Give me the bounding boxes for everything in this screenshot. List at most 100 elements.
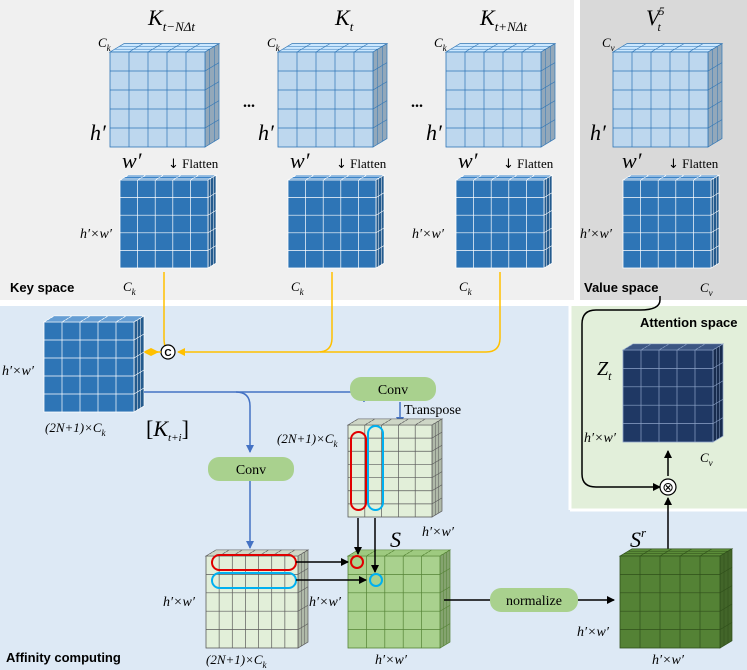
- value-flat-grid: [621, 174, 721, 269]
- grid-line: [415, 418, 426, 426]
- grid-line: [204, 100, 220, 110]
- grid-line: [431, 458, 443, 465]
- key-cube-1: [108, 42, 221, 148]
- cyan-affinity-cell: [369, 573, 383, 587]
- cube-front-face: [109, 51, 206, 148]
- red-column-highlight: [350, 431, 367, 511]
- grid-line: [707, 100, 723, 110]
- grid-line: [375, 245, 385, 251]
- grid-line: [540, 100, 556, 110]
- value-h-label: h′: [590, 120, 607, 145]
- cube-side-face: [543, 174, 553, 269]
- cube-top-face: [276, 43, 389, 53]
- grid-line: [137, 174, 146, 181]
- grid-line: [679, 548, 693, 557]
- grid-line: [676, 343, 688, 351]
- cube-front-face: [619, 555, 721, 649]
- value-flatten: ↓ Flatten: [668, 156, 719, 172]
- grid-line: [707, 119, 723, 129]
- cube-side-face: [204, 42, 220, 148]
- black-connectors: [296, 450, 672, 604]
- value-hw-label: h′×w′: [580, 227, 613, 242]
- cyan-column-highlight: [367, 425, 384, 511]
- grid-line: [204, 62, 220, 72]
- key-flatten-1: ↓ Flatten: [168, 156, 219, 172]
- grid-line: [61, 315, 73, 323]
- grid-line: [323, 174, 332, 181]
- grid-line: [384, 549, 395, 557]
- grid-line: [297, 623, 309, 630]
- grid-line: [372, 81, 388, 91]
- grid-line: [207, 227, 217, 234]
- grid-line: [439, 568, 451, 575]
- grid-line: [375, 192, 385, 198]
- grid-line: [340, 174, 349, 181]
- cube-front-face: [287, 179, 377, 269]
- grid-line: [540, 81, 556, 91]
- cube-front-face: [119, 179, 209, 269]
- grid-line: [381, 418, 392, 426]
- grid-line: [133, 333, 145, 341]
- red-affinity-cell: [350, 555, 364, 569]
- grid-line: [543, 227, 553, 234]
- grid-line: [207, 210, 217, 216]
- grid-line: [128, 43, 144, 53]
- grid-line: [658, 174, 667, 181]
- grid-line: [133, 351, 145, 359]
- grid-line: [712, 380, 724, 388]
- key-block-1: Kt−NΔt Ck h′ w′ ↓ Flatten h′×w′ Ck: [80, 5, 221, 297]
- value-flat-channel: Cv: [700, 280, 713, 298]
- grid-line: [403, 549, 414, 557]
- svg-text:normalize: normalize: [506, 594, 562, 609]
- grid-line: [372, 100, 388, 110]
- cube-top-face: [621, 174, 721, 181]
- grid-line: [190, 174, 199, 181]
- key-space-label: Key space: [10, 280, 74, 295]
- svg-text:Conv: Conv: [236, 463, 266, 478]
- grid-line: [543, 245, 553, 251]
- conv-button-upper: Conv: [350, 377, 436, 401]
- grid-line: [375, 227, 385, 234]
- key-flatten-3: ↓ Flatten: [503, 156, 554, 172]
- svg-text:C: C: [164, 348, 171, 359]
- grid-line: [431, 471, 443, 478]
- grid-line: [296, 43, 312, 53]
- cube-front-face: [347, 424, 433, 518]
- key-flat-grid-2: [286, 174, 386, 269]
- grid-line: [526, 174, 535, 181]
- concat-hw-label: h′×w′: [2, 364, 35, 379]
- svg-text:⊗: ⊗: [662, 480, 674, 496]
- grid-line: [439, 623, 451, 630]
- grid-line: [421, 549, 432, 557]
- grid-line: [710, 245, 720, 251]
- ellipsis-2: ...: [411, 94, 423, 111]
- grid-line: [431, 445, 443, 452]
- key-channel-label-3: Ck: [434, 35, 448, 53]
- grid-line: [658, 343, 670, 351]
- value-space-label: Value space: [584, 280, 658, 295]
- svg-text:Conv: Conv: [378, 383, 408, 398]
- grid-line: [710, 227, 720, 234]
- grid-line: [540, 119, 556, 129]
- key-flat-grid-1: [118, 174, 218, 269]
- key-title-3: Kt+NΔt: [479, 5, 527, 34]
- normalize-button: normalize: [490, 588, 578, 612]
- concat-block: [42, 315, 146, 413]
- grid-line: [155, 174, 164, 181]
- grid-line: [297, 568, 309, 575]
- grid-line: [464, 43, 480, 53]
- grid-line: [97, 315, 109, 323]
- grid-line: [166, 43, 182, 53]
- key-hw-label-3: h′×w′: [412, 227, 445, 242]
- key-title-2: Kt: [334, 5, 354, 34]
- key-flatten-2: ↓ Flatten: [336, 156, 387, 172]
- grid-line: [353, 43, 369, 53]
- grid-line: [712, 417, 724, 424]
- conv-button-lower: Conv: [208, 457, 294, 481]
- cube-top-face: [611, 43, 724, 53]
- grid-line: [508, 174, 517, 181]
- cube-top-face: [621, 343, 725, 351]
- transposed-channel-label: (2N+1)×Ck: [277, 431, 339, 449]
